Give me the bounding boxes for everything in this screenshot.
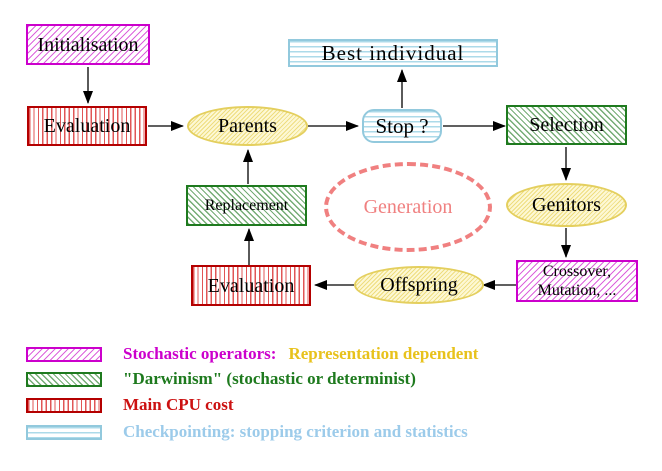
legend-stochastic-extra: Representation dependent [288, 344, 479, 363]
generation-loop-ellipse: Generation [324, 162, 492, 252]
node-crossover-mutation: Crossover, Mutation, ... [516, 260, 638, 302]
node-crossover-line2: Mutation, ... [537, 282, 617, 299]
node-initialisation-label: Initialisation [37, 33, 139, 56]
node-evaluation-top-label: Evaluation [43, 115, 131, 137]
node-stop: Stop ? [362, 109, 442, 143]
legend-cpu-label: Main CPU cost [123, 395, 234, 414]
legend-swatch-cpu-cost [26, 397, 102, 413]
legend-swatch-darwinism [26, 371, 102, 387]
legend-row-cpu-cost: Main CPU cost [26, 395, 233, 415]
node-evaluation-bottom-label: Evaluation [207, 274, 295, 297]
node-best-individual: Best individual [288, 39, 498, 67]
legend-darwinism-label: "Darwinism" (stochastic or determinist) [123, 369, 416, 388]
node-selection: Selection [506, 105, 627, 145]
node-offspring-label: Offspring [380, 274, 458, 296]
node-best-individual-label: Best individual [321, 40, 465, 65]
legend-stochastic-label: Stochastic operators: [123, 344, 277, 363]
legend-swatch-stochastic [26, 346, 102, 362]
legend-row-stochastic: Stochastic operators: Representation dep… [26, 344, 478, 364]
legend-swatch-checkpointing [26, 424, 102, 440]
node-evaluation-bottom: Evaluation [191, 265, 311, 306]
node-offspring: Offspring [354, 266, 484, 304]
node-selection-label: Selection [529, 114, 604, 136]
legend-row-darwinism: "Darwinism" (stochastic or determinist) [26, 369, 416, 389]
node-parents-label: Parents [218, 115, 277, 137]
node-replacement: Replacement [186, 185, 307, 226]
node-genitors: Genitors [506, 183, 627, 227]
node-replacement-label: Replacement [204, 196, 289, 214]
node-evaluation-top: Evaluation [27, 106, 147, 146]
node-stop-label: Stop ? [375, 113, 429, 138]
node-genitors-label: Genitors [532, 194, 601, 216]
legend-checkpoint-label: Checkpointing: stopping criterion and st… [123, 422, 468, 441]
node-parents: Parents [187, 106, 308, 146]
node-crossover-line1: Crossover, [542, 262, 612, 280]
generation-label: Generation [363, 196, 453, 218]
legend-row-checkpointing: Checkpointing: stopping criterion and st… [26, 422, 468, 442]
node-initialisation: Initialisation [26, 24, 150, 65]
